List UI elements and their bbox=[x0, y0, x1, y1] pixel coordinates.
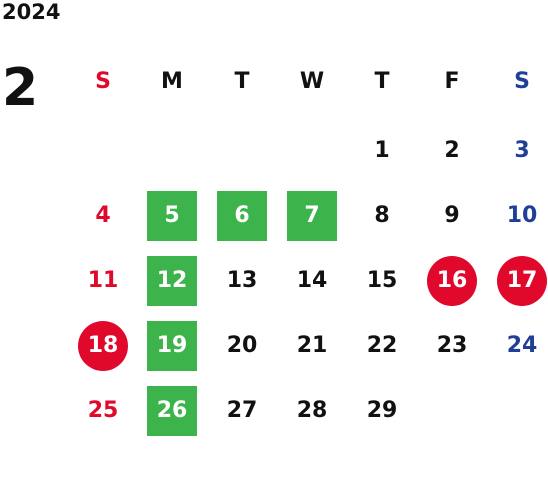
weekday-mon: M bbox=[161, 69, 183, 94]
day-27[interactable]: 27 bbox=[226, 398, 258, 423]
weekday-thu: T bbox=[374, 69, 390, 94]
day-28[interactable]: 28 bbox=[296, 398, 328, 423]
day-5[interactable]: 5 bbox=[147, 191, 197, 241]
day-23[interactable]: 23 bbox=[436, 333, 468, 358]
day-14[interactable]: 14 bbox=[296, 268, 328, 293]
day-16[interactable]: 16 bbox=[427, 256, 477, 306]
day-9[interactable]: 9 bbox=[444, 203, 460, 228]
day-29[interactable]: 29 bbox=[366, 398, 398, 423]
day-11[interactable]: 11 bbox=[87, 268, 119, 293]
day-12[interactable]: 12 bbox=[147, 256, 197, 306]
day-4[interactable]: 4 bbox=[95, 203, 111, 228]
day-19[interactable]: 19 bbox=[147, 321, 197, 371]
day-20[interactable]: 20 bbox=[226, 333, 258, 358]
day-13[interactable]: 13 bbox=[226, 268, 258, 293]
day-7[interactable]: 7 bbox=[287, 191, 337, 241]
day-18[interactable]: 18 bbox=[78, 321, 128, 371]
day-25[interactable]: 25 bbox=[87, 398, 119, 423]
weekday-sat: S bbox=[514, 69, 530, 94]
weekday-sun: S bbox=[95, 69, 111, 94]
day-8[interactable]: 8 bbox=[374, 203, 390, 228]
day-1[interactable]: 1 bbox=[374, 138, 390, 163]
calendar-year: 2024 bbox=[2, 0, 61, 24]
day-26[interactable]: 26 bbox=[147, 386, 197, 436]
day-17[interactable]: 17 bbox=[497, 256, 547, 306]
day-24[interactable]: 24 bbox=[506, 333, 538, 358]
weekday-fri: F bbox=[444, 69, 460, 94]
day-22[interactable]: 22 bbox=[366, 333, 398, 358]
calendar-month: 2 bbox=[2, 58, 39, 118]
day-10[interactable]: 10 bbox=[506, 203, 538, 228]
weekday-wed: W bbox=[299, 69, 325, 94]
day-3[interactable]: 3 bbox=[514, 138, 530, 163]
day-21[interactable]: 21 bbox=[296, 333, 328, 358]
day-2[interactable]: 2 bbox=[444, 138, 460, 163]
day-6[interactable]: 6 bbox=[217, 191, 267, 241]
weekday-tue: T bbox=[234, 69, 250, 94]
day-15[interactable]: 15 bbox=[366, 268, 398, 293]
